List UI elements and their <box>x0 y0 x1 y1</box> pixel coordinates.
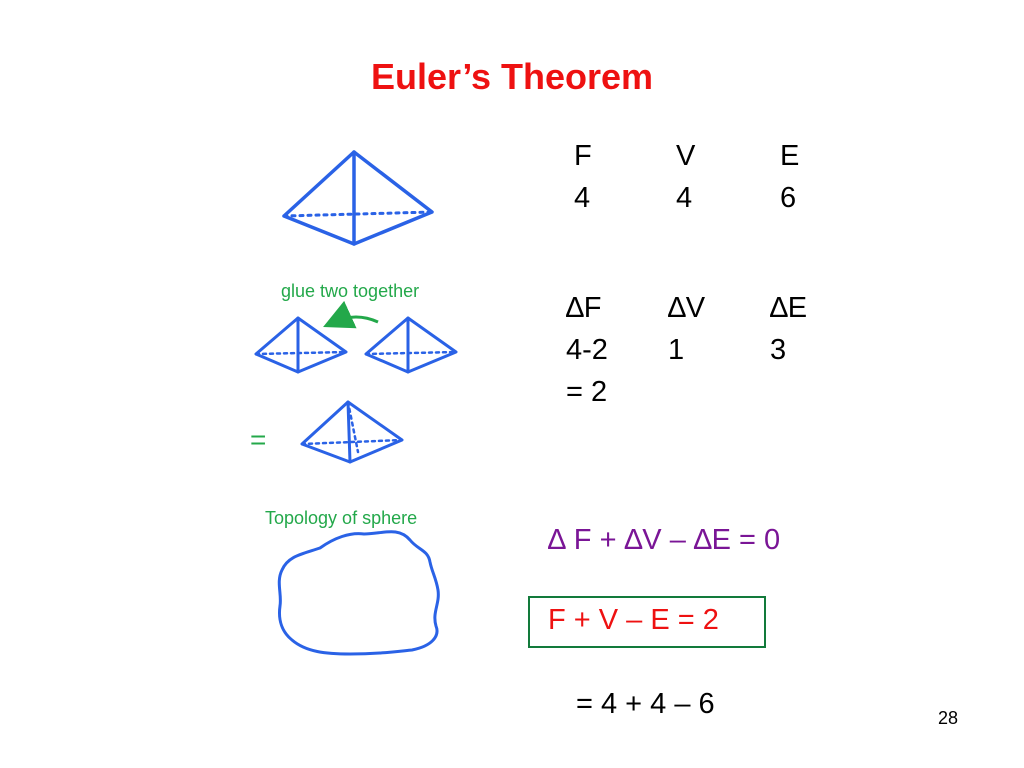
header-delta-edges: ∆E <box>770 292 808 324</box>
large-pyramid <box>282 150 434 246</box>
value-delta-edges: 3 <box>770 334 787 366</box>
equals-sign: = <box>250 424 267 455</box>
header-delta-faces: ∆F <box>566 292 602 324</box>
value-delta-faces: 4-2 <box>566 334 608 366</box>
sphere-blob <box>277 530 440 656</box>
euler-equation: F + V – E = 2 <box>548 604 719 636</box>
header-edges: E <box>780 140 800 172</box>
page-number: 28 <box>938 708 959 728</box>
header-faces: F <box>574 140 592 172</box>
substitution-equation: = 4 + 4 – 6 <box>576 688 715 720</box>
combined-pyramid <box>300 400 404 464</box>
small-pyramid-left <box>254 316 348 374</box>
value-edges: 6 <box>780 182 797 214</box>
value-faces: 4 <box>574 182 591 214</box>
topology-caption: Topology of sphere <box>265 508 418 528</box>
euler-equation-box <box>528 596 766 648</box>
value-vertices: 4 <box>676 182 693 214</box>
delta-faces-result: = 2 <box>566 376 608 408</box>
glue-caption: glue two together <box>281 281 420 301</box>
glue-arrow-icon <box>323 300 379 329</box>
small-pyramid-right <box>364 316 458 374</box>
slide-title: Euler’s Theorem <box>370 56 654 97</box>
header-vertices: V <box>676 140 696 172</box>
value-delta-vertices: 1 <box>668 334 685 366</box>
delta-equation: ∆ F + ∆V – ∆E = 0 <box>548 524 781 556</box>
header-delta-vertices: ∆V <box>668 292 706 324</box>
